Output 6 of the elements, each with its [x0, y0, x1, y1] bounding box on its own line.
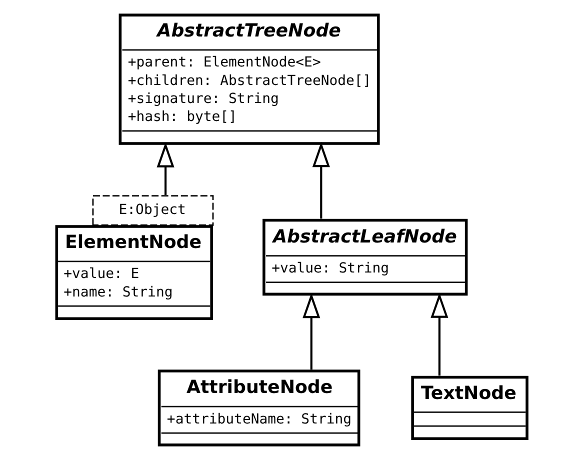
arrow	[312, 142, 330, 219]
arrow	[430, 292, 448, 376]
node-box: TextNode	[411, 376, 528, 440]
arrow	[156, 142, 174, 195]
arrow	[302, 292, 320, 370]
node-label: E:Object	[118, 202, 186, 218]
